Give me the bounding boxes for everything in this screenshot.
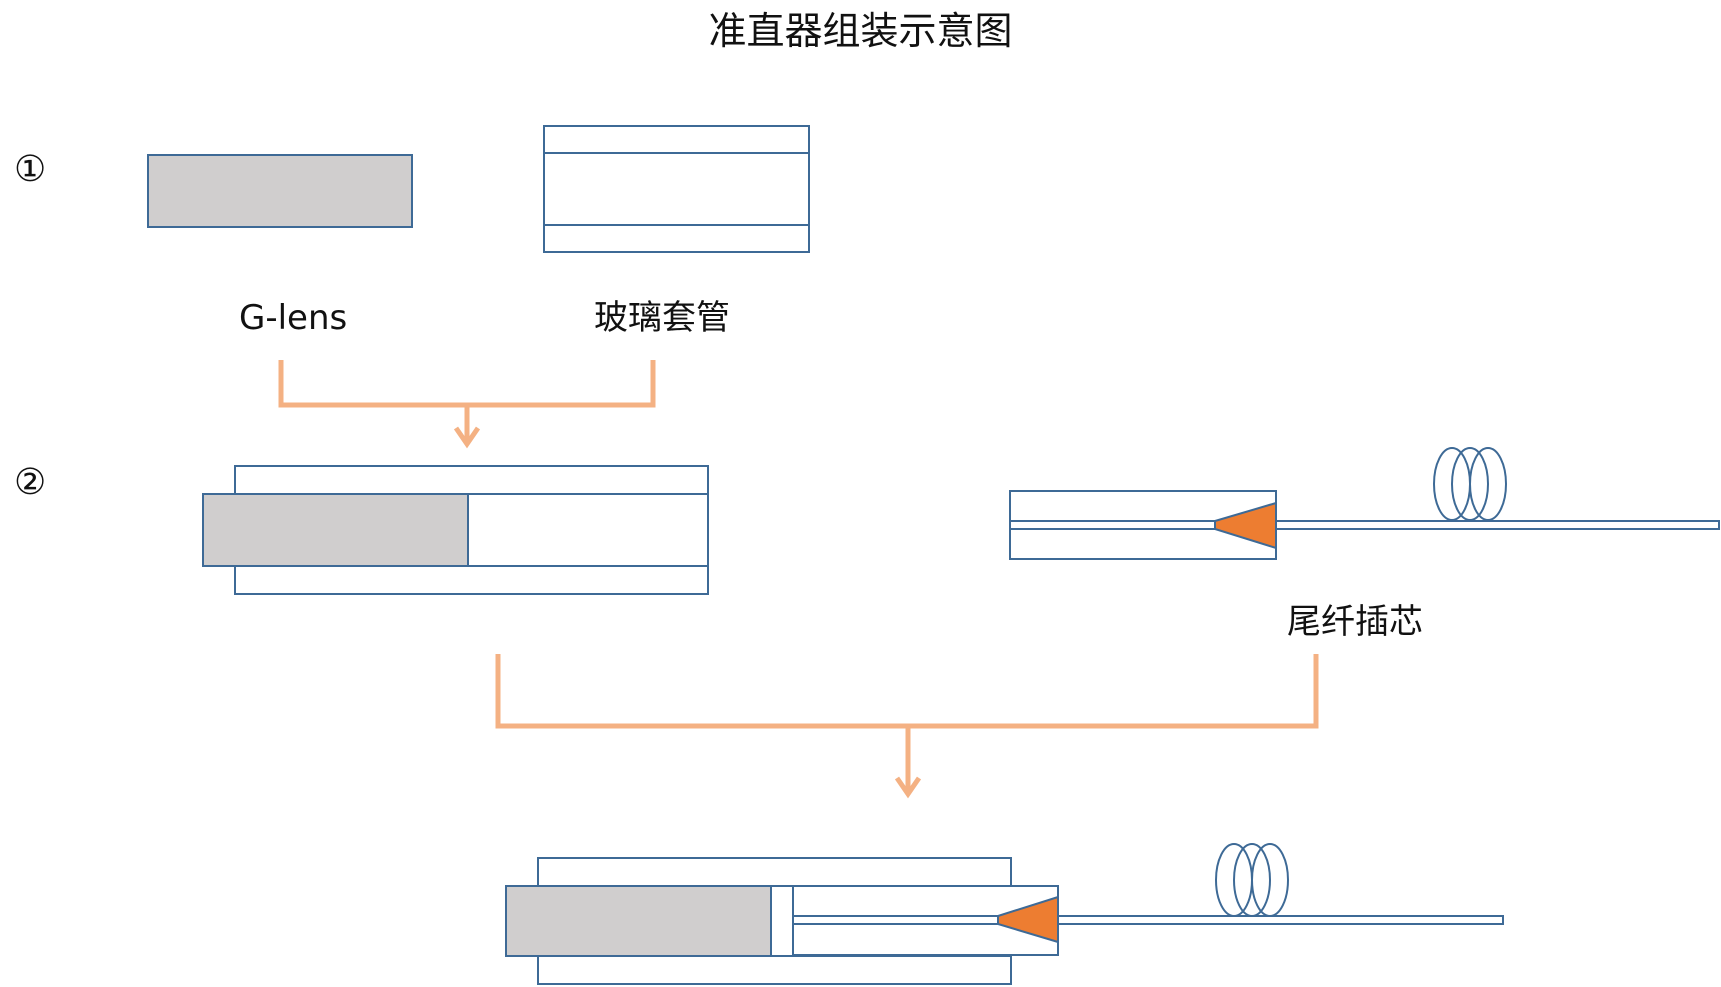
lens-in-tube-assembly xyxy=(202,465,709,595)
g-lens-label: G-lens xyxy=(239,298,348,338)
merge-arrow-1 xyxy=(278,360,656,449)
step-2-marker: ② xyxy=(14,462,47,503)
final-collimator-assembly xyxy=(505,843,1504,985)
pigtail-ferrule-label: 尾纤插芯 xyxy=(1287,602,1423,642)
glass-tube-label: 玻璃套管 xyxy=(594,298,730,338)
step-1-marker: ① xyxy=(14,149,47,190)
glass-tube-part xyxy=(543,125,810,253)
merge-arrow-2 xyxy=(495,654,1319,799)
diagram-title: 准直器组装示意图 xyxy=(708,9,1013,53)
diagram-shapes xyxy=(147,125,1720,985)
g-lens-part xyxy=(147,154,413,228)
pigtail-ferrule-part xyxy=(1009,447,1720,560)
